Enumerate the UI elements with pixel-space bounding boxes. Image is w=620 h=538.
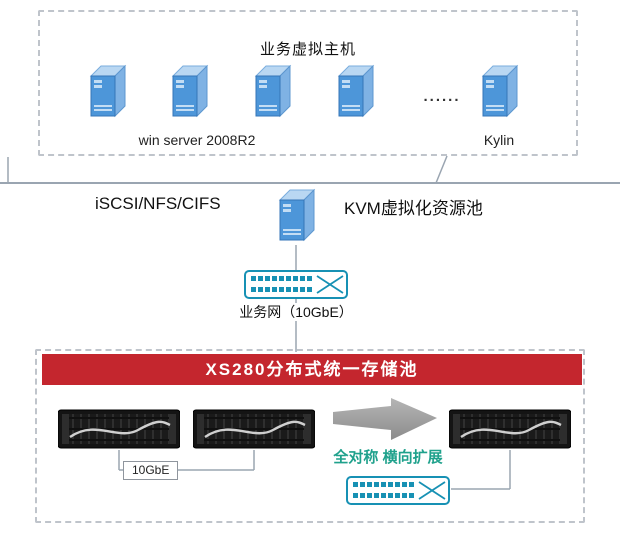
storage-array-icon — [58, 408, 180, 450]
server-icon — [90, 65, 126, 117]
server-icon — [338, 65, 374, 117]
core-switch-icon — [244, 270, 348, 299]
server-icon — [172, 65, 208, 117]
scale-out-label: 全对称 横向扩展 — [333, 449, 443, 466]
virtual-host-group-title: 业务虚拟主机 — [259, 41, 356, 58]
scale-out-arrow-icon — [333, 398, 437, 440]
kvm-pool-label: KVM虚拟化资源池 — [344, 199, 483, 218]
storage-pool-group: XS280分布式统一存储池 — [35, 349, 585, 523]
protocol-label: iSCSI/NFS/CIFS — [95, 194, 221, 213]
kylin-label: Kylin — [483, 132, 515, 148]
server-icon — [255, 65, 291, 117]
storage-switch-icon — [346, 476, 450, 505]
storage-array-icon — [193, 408, 315, 450]
storage-link-speed-label: 10GbE — [123, 461, 179, 480]
kvm-server-icon — [279, 189, 315, 241]
virtual-host-group: 业务虚拟主机 ...... win server 2008R2 Kylin — [38, 10, 578, 156]
business-network-label: 业务网（10GbE） — [216, 303, 376, 321]
storage-array-icon — [449, 408, 571, 450]
more-servers-ellipsis: ...... — [423, 88, 461, 105]
server-icon — [482, 65, 518, 117]
storage-pool-banner: XS280分布式统一存储池 — [42, 354, 582, 385]
win-server-label: win server 2008R2 — [138, 132, 256, 148]
